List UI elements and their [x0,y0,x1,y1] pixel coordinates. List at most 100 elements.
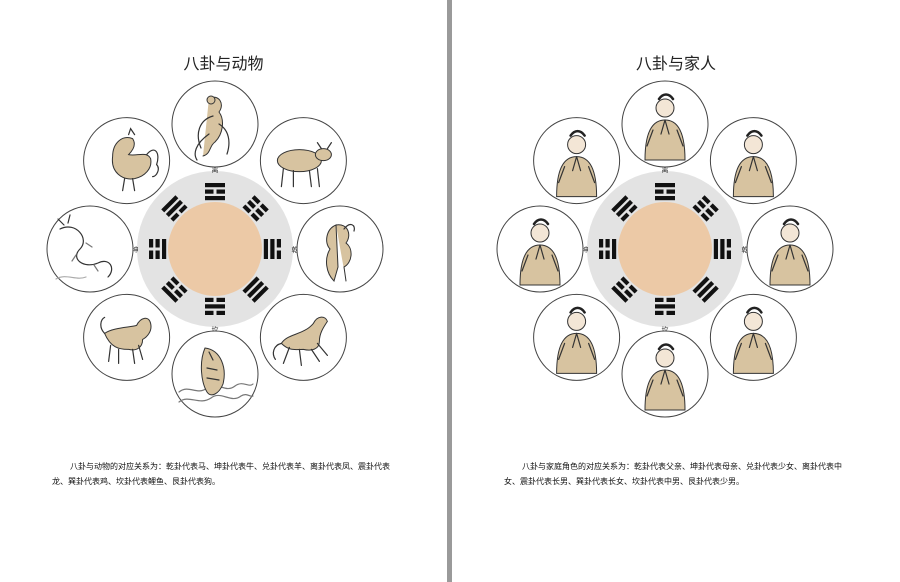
yao-broken [599,250,604,259]
yao-broken [605,250,610,259]
trigram-6 [161,276,188,303]
yao-solid [720,239,725,259]
yao-solid [162,239,167,259]
yao-broken [726,250,731,259]
yao-broken [205,310,214,315]
yao-broken [155,250,160,259]
page-right: 八卦与家人 离乾坎坤中女母亲少女父亲中男少男长男长女 八卦与家庭角色的对应关系为… [452,0,900,582]
yao-solid [692,276,710,294]
trigram-7 [599,239,617,259]
gua-name-label: 乾 [292,245,299,254]
trigram-7 [149,239,167,259]
yao-broken [165,281,175,291]
yao-broken [276,239,281,248]
yao-broken [251,195,261,205]
center-disk [168,202,262,296]
trigram-4 [242,276,269,303]
trigram-1 [655,183,675,201]
yao-solid [251,285,269,303]
middle-son-icon [644,343,686,411]
yao-broken [697,199,707,209]
yao-solid [701,285,719,303]
dragon-icon [55,214,113,280]
yao-solid [611,285,629,303]
yao-broken [599,239,604,248]
trigram-2 [242,195,269,222]
yao-broken [705,207,715,217]
image-circle [46,205,134,293]
trigram-3 [713,239,731,259]
yao-broken [709,203,719,213]
middle-daughter-icon [644,93,686,161]
bagua-animals-diagram: 离乾坎坤凤牛羊马鲤鱼狗龙鸡 [46,80,384,418]
yao-broken [276,250,281,259]
phoenix-icon [194,95,230,161]
trigram-5 [655,297,675,315]
yao-broken [205,297,214,302]
yao-broken [216,310,225,315]
yao-broken [242,204,252,214]
yao-broken [170,212,180,222]
horse-icon [272,316,328,366]
gua-name-label: 坎 [212,325,219,334]
yao-broken [173,289,183,299]
yao-solid [615,199,633,217]
eldest-son-icon [519,218,561,286]
yao-broken [666,310,675,315]
yao-solid [165,199,183,217]
yao-broken [620,276,630,286]
yao-broken [255,207,265,217]
yao-solid [205,196,225,201]
trigram-8 [611,195,638,222]
yao-broken [250,212,260,222]
yao-broken [205,189,214,194]
yao-broken [149,239,154,248]
page-title-animals: 八卦与动物 [183,54,264,73]
trigram-2 [692,195,719,222]
yao-broken [700,212,710,222]
yao-broken [259,203,269,213]
yao-solid [247,281,265,299]
yao-solid [270,239,275,259]
caption-animals: 八卦与动物的对应关系为：乾卦代表马、坤卦代表牛、兑卦代表羊、离卦代表凤、震卦代表… [52,462,390,486]
yao-solid [655,304,675,309]
yao-broken [178,204,188,214]
trigram-3 [263,239,281,259]
yao-broken [666,297,675,302]
yao-broken [615,281,625,291]
yao-broken [701,195,711,205]
gua-name-label: 坤 [582,245,589,254]
gua-name-label: 离 [662,165,669,174]
yao-broken [623,289,633,299]
yao-broken [655,189,664,194]
trigram-6 [611,276,638,303]
yao-broken [216,297,225,302]
young-son-icon [556,306,598,374]
yao-solid [697,281,715,299]
yao-solid [612,239,617,259]
yao-broken [726,239,731,248]
image-circle [296,205,384,293]
young-daughter-icon [769,218,811,286]
yao-broken [178,284,188,294]
yao-broken [216,189,225,194]
dog-icon [100,316,152,364]
yao-solid [655,183,675,188]
eldest-daughter-icon [556,129,598,198]
gua-name-label: 坎 [662,325,669,334]
caption-family: 八卦与家庭角色的对应关系为：乾卦代表父亲、坤卦代表母亲、兑卦代表少女、离卦代表中… [504,462,842,486]
yao-broken [628,204,638,214]
mother-icon [732,129,774,198]
goat-icon [326,223,355,282]
yao-solid [205,304,225,309]
trigram-5 [205,297,225,315]
yao-solid [242,276,260,294]
trigram-8 [161,195,188,222]
gua-name-label: 坤 [132,245,139,254]
father-icon [732,306,774,374]
rooster-icon [111,127,159,192]
ox-icon [276,142,332,188]
yao-solid [205,183,225,188]
bagua-family-diagram: 离乾坎坤中女母亲少女父亲中男少男长男长女 [496,80,834,418]
yao-solid [713,239,718,259]
